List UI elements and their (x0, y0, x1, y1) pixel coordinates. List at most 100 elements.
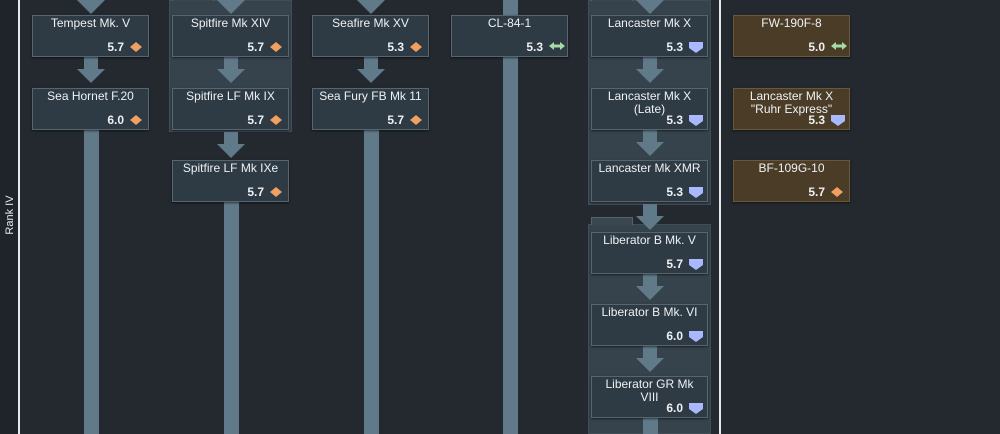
vehicle-name-line: Liberator B Mk. VI (601, 305, 698, 319)
connector-arrow-shaft (642, 204, 657, 216)
battle-rating: 5.7 (107, 40, 124, 54)
vehicle-name: Lancaster Mk XMR (596, 162, 703, 175)
vehicle-name-line: Liberator GR Mk (605, 377, 694, 391)
connector-arrow-shaft (223, 57, 238, 69)
battle-rating: 5.3 (666, 40, 683, 54)
bomber-icon (689, 42, 703, 53)
vehicle-name: Seafire Mk XV (317, 17, 424, 30)
fighter-icon (270, 42, 282, 52)
vehicle-name-line: Spitfire Mk XIV (190, 16, 271, 30)
vehicle-card[interactable]: Spitfire LF Mk IX 5.7 (172, 88, 289, 130)
fighter-icon (831, 187, 843, 197)
connector-arrow-head (635, 286, 664, 300)
battle-rating: 5.3 (808, 113, 825, 127)
connector-arrow-shaft (642, 274, 657, 286)
battle-rating: 5.7 (808, 185, 825, 199)
vehicle-name-line: Spitfire LF Mk IXe (182, 161, 279, 175)
fighter-icon (270, 187, 282, 197)
vehicle-name: CL-84-1 (456, 17, 563, 30)
vehicle-name-line: Lancaster Mk X (607, 89, 692, 103)
vehicle-card[interactable]: Spitfire LF Mk IXe 5.7 (172, 160, 289, 202)
vehicle-card[interactable]: Lancaster Mk X 5.3 (591, 15, 708, 57)
battle-rating: 5.3 (666, 113, 683, 127)
connector-arrow-head (76, 69, 105, 83)
vehicle-card[interactable]: Seafire Mk XV 5.3 (312, 15, 429, 57)
bomber-icon (689, 115, 703, 126)
vehicle-name-line: CL-84-1 (487, 16, 532, 30)
rank-label: Rank IV (4, 195, 16, 235)
battle-rating: 5.7 (247, 113, 264, 127)
connector-arrow-shaft (363, 57, 378, 69)
vehicle-name: Tempest Mk. V (37, 17, 144, 30)
battle-rating: 5.0 (808, 40, 825, 54)
connector-arrow-head (76, 0, 105, 14)
battle-rating: 6.0 (107, 113, 124, 127)
vehicle-card[interactable]: Lancaster Mk X"Ruhr Express"5.3 (733, 88, 850, 130)
vehicle-name-line: Liberator B Mk. V (603, 233, 696, 247)
vehicle-name-line: Lancaster Mk XMR (598, 161, 701, 175)
battle-rating: 5.3 (526, 40, 543, 54)
connector-arrow-shaft (223, 132, 238, 144)
fighter-icon (130, 115, 142, 125)
vehicle-card[interactable]: BF-109G-10 5.7 (733, 160, 850, 202)
connector-arrow-head (216, 0, 245, 14)
vehicle-card[interactable]: Spitfire Mk XIV 5.7 (172, 15, 289, 57)
battle-rating: 5.7 (247, 185, 264, 199)
vehicle-name-line-2: (Late) (633, 102, 666, 116)
vehicle-card[interactable]: FW-190F-8 5.0 (733, 15, 850, 57)
battle-rating: 5.7 (247, 40, 264, 54)
vehicle-name-line-2: "Ruhr Express" (750, 102, 833, 116)
connector-arrow-shaft (642, 346, 657, 358)
vehicle-name: Liberator B Mk. VI (596, 306, 703, 319)
connector-arrow-shaft (83, 57, 98, 69)
vehicle-card[interactable]: CL-84-1 5.3 (451, 15, 568, 57)
group-tab (172, 0, 214, 1)
vehicle-name-line: Sea Hornet F.20 (47, 89, 134, 103)
connector-arrow-head (216, 69, 245, 83)
connector-arrow-head (635, 216, 664, 230)
fighter-icon (130, 42, 142, 52)
connector-line (502, 0, 518, 16)
vehicle-name: Spitfire Mk XIV (177, 17, 284, 30)
connector-arrow-shaft (642, 57, 657, 69)
bomber-icon (831, 115, 845, 126)
connector-arrow-head (216, 144, 245, 158)
group-tab (591, 217, 633, 225)
vehicle-name-line: Spitfire LF Mk IX (186, 89, 275, 103)
battle-rating: 5.7 (387, 113, 404, 127)
vehicle-card[interactable]: Lancaster Mk XMR 5.3 (591, 160, 708, 202)
vehicle-name: Sea Fury FB Mk 11 (317, 90, 424, 103)
vehicle-name-line: Lancaster Mk X (607, 16, 692, 30)
connector-line (502, 57, 518, 434)
vehicle-name: BF-109G-10 (738, 162, 845, 175)
vehicle-name: Lancaster Mk X(Late) (596, 90, 703, 116)
connector-arrow-head (356, 69, 385, 83)
vehicle-card[interactable]: Sea Fury FB Mk 11 5.7 (312, 88, 429, 130)
connector-line (223, 202, 239, 434)
vehicle-name: Lancaster Mk X (596, 17, 703, 30)
connector-arrow-shaft (642, 130, 657, 142)
connector-line (363, 130, 379, 434)
battle-rating: 5.3 (387, 40, 404, 54)
vehicle-card[interactable]: Tempest Mk. V 5.7 (32, 15, 149, 57)
vehicle-name-line: BF-109G-10 (758, 161, 825, 175)
bomber-icon (689, 403, 703, 414)
vehicle-name: Lancaster Mk X"Ruhr Express" (738, 90, 845, 116)
vehicle-name: Spitfire LF Mk IXe (177, 162, 284, 175)
battle-rating: 6.0 (666, 401, 683, 415)
vehicle-name-line: FW-190F-8 (761, 16, 822, 30)
fighter-icon (410, 115, 422, 125)
vehicle-card[interactable]: Sea Hornet F.20 6.0 (32, 88, 149, 130)
vehicle-name: Spitfire LF Mk IX (177, 90, 284, 103)
vehicle-card[interactable]: Lancaster Mk X(Late)5.3 (591, 88, 708, 130)
battle-rating: 5.3 (666, 185, 683, 199)
bomber-icon (689, 187, 703, 198)
vehicle-name-line: Lancaster Mk X (749, 89, 834, 103)
vehicle-name: FW-190F-8 (738, 17, 845, 30)
connector-line (642, 418, 658, 434)
vehicle-name-line: Tempest Mk. V (50, 16, 131, 30)
